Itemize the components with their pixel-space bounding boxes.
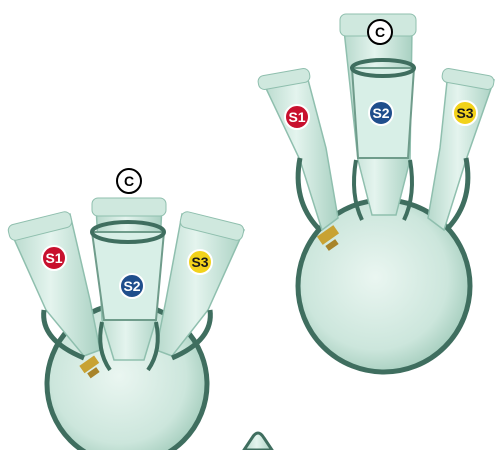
flask-left-label-c-text: C [124, 173, 134, 189]
flask-left: C S1 S2 S3 [7, 169, 245, 450]
flask-right-left-neck [262, 72, 338, 230]
flask-left-label-s2: S2 [120, 274, 144, 298]
flask-left-label-s1: S1 [42, 246, 66, 270]
flask-right-label-s2-text: S2 [372, 105, 389, 121]
flask-right-label-c: C [368, 20, 392, 44]
flask-right-label-s3: S3 [453, 101, 477, 125]
flask-right-label-s2: S2 [369, 101, 393, 125]
flask-left-label-s3: S3 [188, 250, 212, 274]
flask-right-label-s1: S1 [285, 105, 309, 129]
flask-left-label-s3-text: S3 [191, 254, 208, 270]
flask-left-label-s2-text: S2 [123, 278, 140, 294]
flask-right-label-s3-text: S3 [456, 105, 473, 121]
flask-left-label-s1-text: S1 [45, 250, 62, 266]
partial-flask-neck [244, 433, 272, 450]
flask-right: C S1 S2 S3 [257, 14, 495, 372]
flask-right-label-s1-text: S1 [288, 109, 305, 125]
flask-right-label-c-text: C [375, 24, 385, 40]
flask-left-center-rim [92, 198, 166, 216]
flask-left-label-c: C [117, 169, 141, 193]
